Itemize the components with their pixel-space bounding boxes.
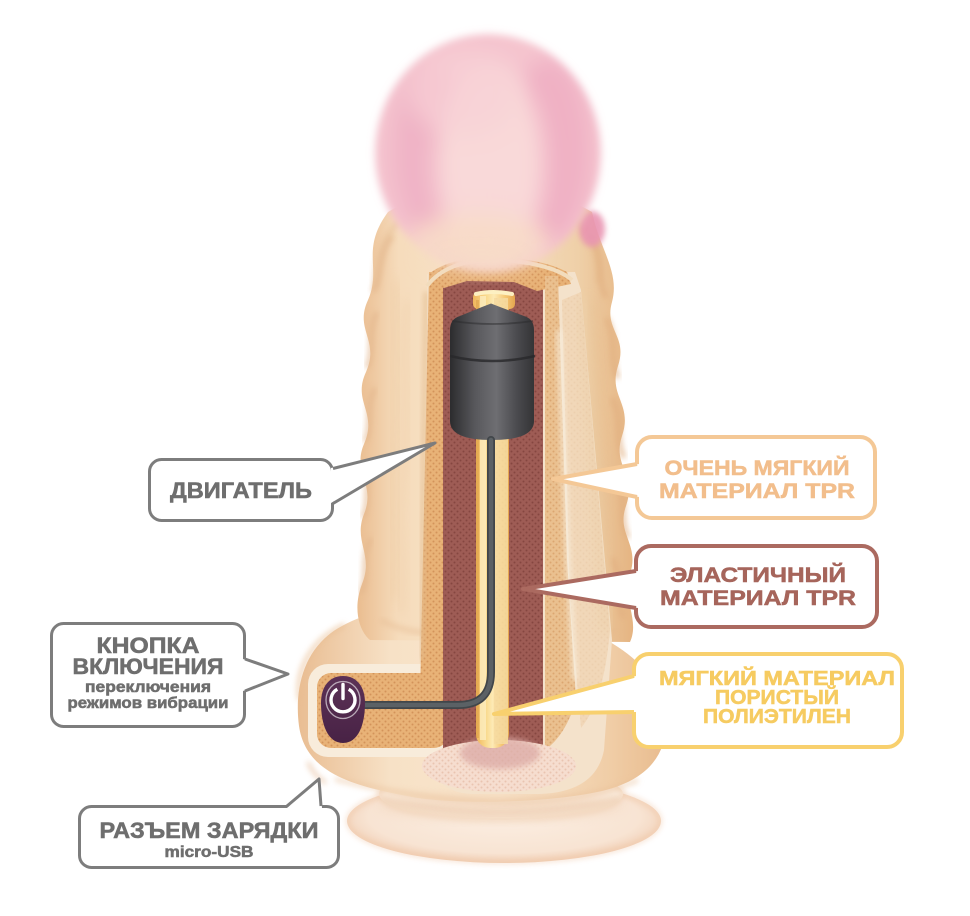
svg-text:ОЧЕНЬ МЯГКИЙ: ОЧЕНЬ МЯГКИЙ — [665, 456, 850, 480]
svg-text:ПОЛИЭТИЛЕН: ПОЛИЭТИЛЕН — [703, 706, 851, 728]
svg-text:ЭЛАСТИЧНЫЙ: ЭЛАСТИЧНЫЙ — [670, 563, 846, 587]
svg-text:ПОРИСТЫЙ: ПОРИСТЫЙ — [715, 685, 839, 709]
svg-text:МЯГКИЙ МАТЕРИАЛ: МЯГКИЙ МАТЕРИАЛ — [659, 666, 895, 690]
svg-text:ВКЛЮЧЕНИЯ: ВКЛЮЧЕНИЯ — [73, 654, 224, 679]
svg-text:ДВИГАТЕЛЬ: ДВИГАТЕЛЬ — [170, 478, 312, 503]
svg-text:режимов вибрации: режимов вибрации — [68, 695, 229, 712]
svg-text:КНОПКА: КНОПКА — [97, 633, 200, 658]
svg-text:МАТЕРИАЛ TPR: МАТЕРИАЛ TPR — [659, 480, 855, 503]
svg-text:МАТЕРИАЛ TPR: МАТЕРИАЛ TPR — [660, 587, 856, 610]
svg-text:переключения: переключения — [85, 679, 211, 696]
svg-text:РАЗЪЕМ ЗАРЯДКИ: РАЗЪЕМ ЗАРЯДКИ — [100, 818, 319, 843]
svg-text:micro-USB: micro-USB — [165, 844, 254, 861]
